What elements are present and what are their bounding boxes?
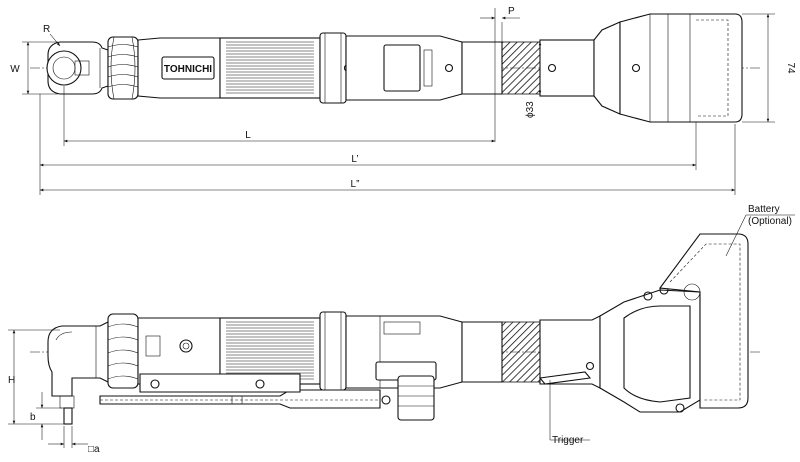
brand-label: TOHNICHI [164,64,212,75]
dim-square-offset: b [30,392,62,440]
top-battery-pack [619,13,743,123]
dim-radius: R [43,24,61,47]
side-trigger: Trigger [538,371,592,446]
dim-width-label: W [10,64,20,75]
dim-radius-label: R [43,24,50,35]
side-battery-pack [599,233,749,413]
top-clutch-collar [319,32,353,104]
top-middle-body [345,35,463,101]
side-reaction-handle [375,361,437,421]
dim-battery-height-label: 74 [785,62,796,74]
dim-battery-height: 74 [742,13,796,123]
dim-height: H [8,329,68,425]
side-clutch-collar [319,311,347,391]
dim-length-double-prime-label: L” [351,179,360,190]
top-knurled-grip [107,36,139,100]
battery-label-line2: (Optional) [748,216,792,227]
side-reaction-arm [99,373,391,409]
dim-square-drive-label: □a [88,444,100,455]
battery-callout: Battery (Optional) [725,204,795,257]
side-fin-section [219,317,321,385]
dim-diameter-label: ϕ33 [525,101,536,118]
side-hatched-grip [461,315,601,389]
side-view: Trigger Battery (Optional) H [8,204,795,455]
dim-length-prime-label: L’ [351,154,358,165]
side-knurled-grip [107,313,139,389]
top-ratchet-head [46,41,109,95]
dim-length-label: L [245,130,251,141]
top-fin-section [219,37,321,99]
dim-diameter: ϕ33 [525,42,542,118]
top-view: TOHNICHI [10,6,796,195]
side-angle-head [47,321,109,425]
dim-square-offset-label: b [30,412,36,423]
dim-height-label: H [8,375,15,386]
dim-lengths: L L’ L” [39,86,736,195]
trigger-label: Trigger [552,435,584,446]
dim-offset: P [480,6,520,142]
top-hatched-grip [461,21,621,115]
battery-label-line1: Battery [748,204,780,215]
top-motor-housing: TOHNICHI [137,37,221,99]
dim-offset-label: P [508,6,515,17]
dim-square-drive: □a [48,426,100,455]
